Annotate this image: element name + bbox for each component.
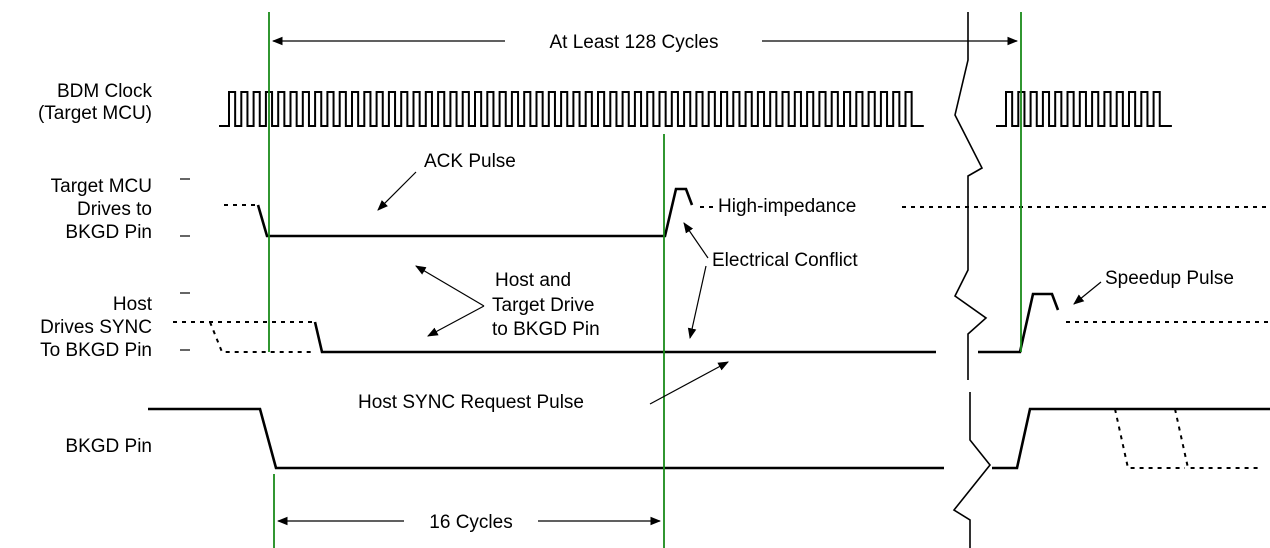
ack-pulse-label: ACK Pulse	[424, 151, 516, 172]
signal-labels: BDM Clock (Target MCU) Target MCU Drives…	[38, 81, 153, 457]
bkgd-dotted-fall-2	[1174, 408, 1262, 469]
break-line-upper	[953, 12, 988, 380]
cycles-16-annotation: 16 Cycles	[276, 512, 662, 533]
host-sync-start-dotted	[209, 321, 312, 353]
sync-request-label: Host SYNC Request Pulse	[358, 392, 584, 413]
cycles-128-annotation: At Least 128 Cycles	[271, 32, 1019, 53]
conflict-arrow-up	[683, 222, 709, 259]
host-label-line2: Drives SYNC	[40, 317, 152, 338]
cycles-128-label: At Least 128 Cycles	[550, 32, 719, 53]
sync-request-annotation: Host SYNC Request Pulse	[358, 361, 729, 413]
target-mcu-label-line1: Target MCU	[51, 176, 152, 197]
speedup-pulse-annotation: Speedup Pulse	[1073, 268, 1234, 305]
bkgd-waveform	[148, 407, 944, 470]
host-target-label-line2: Target Drive	[492, 295, 594, 316]
ack-pulse-arrow	[377, 171, 417, 211]
level-ticks	[180, 178, 190, 351]
electrical-conflict-label: Electrical Conflict	[712, 250, 858, 271]
host-target-arrow-down	[427, 305, 485, 337]
host-target-label-line3: to BKGD Pin	[492, 319, 600, 340]
speedup-pulse-label: Speedup Pulse	[1105, 268, 1234, 289]
target-mcu-label-line2: Drives to	[77, 199, 152, 220]
bdm-clock-sublabel: (Target MCU)	[38, 103, 152, 124]
bdm-clock-waveform-resumed	[996, 91, 1172, 127]
host-label-line3: To BKGD Pin	[40, 340, 152, 361]
bkgd-dotted-fall-1	[1114, 408, 1185, 469]
sync-request-arrow	[649, 361, 729, 405]
reference-lines	[268, 12, 1022, 548]
break-line-lower	[952, 392, 992, 548]
bdm-clock-label: BDM Clock	[57, 81, 153, 102]
speedup-pulse-arrow	[1073, 281, 1102, 305]
host-label-line1: Host	[113, 294, 153, 315]
bkgd-pin-label: BKGD Pin	[65, 436, 152, 457]
cycles-16-label: 16 Cycles	[429, 512, 512, 533]
host-speedup-waveform	[978, 292, 1060, 354]
host-target-drive-annotation: Host and Target Drive to BKGD Pin	[415, 265, 600, 340]
target-ack-waveform	[256, 187, 694, 238]
conflict-arrow-down	[687, 265, 707, 340]
ack-pulse-annotation: ACK Pulse	[377, 151, 516, 211]
target-mcu-label-line3: BKGD Pin	[65, 222, 152, 243]
high-impedance-label: High-impedance	[718, 196, 856, 217]
host-target-arrow-up	[415, 265, 485, 307]
bkgd-waveform-resumed	[992, 407, 1270, 470]
electrical-conflict-annotation: Electrical Conflict	[683, 222, 858, 340]
host-target-label-line1: Host and	[495, 270, 571, 291]
bdm-clock-waveform-main	[219, 91, 924, 127]
host-sync-waveform	[313, 321, 936, 354]
time-break	[952, 12, 992, 548]
